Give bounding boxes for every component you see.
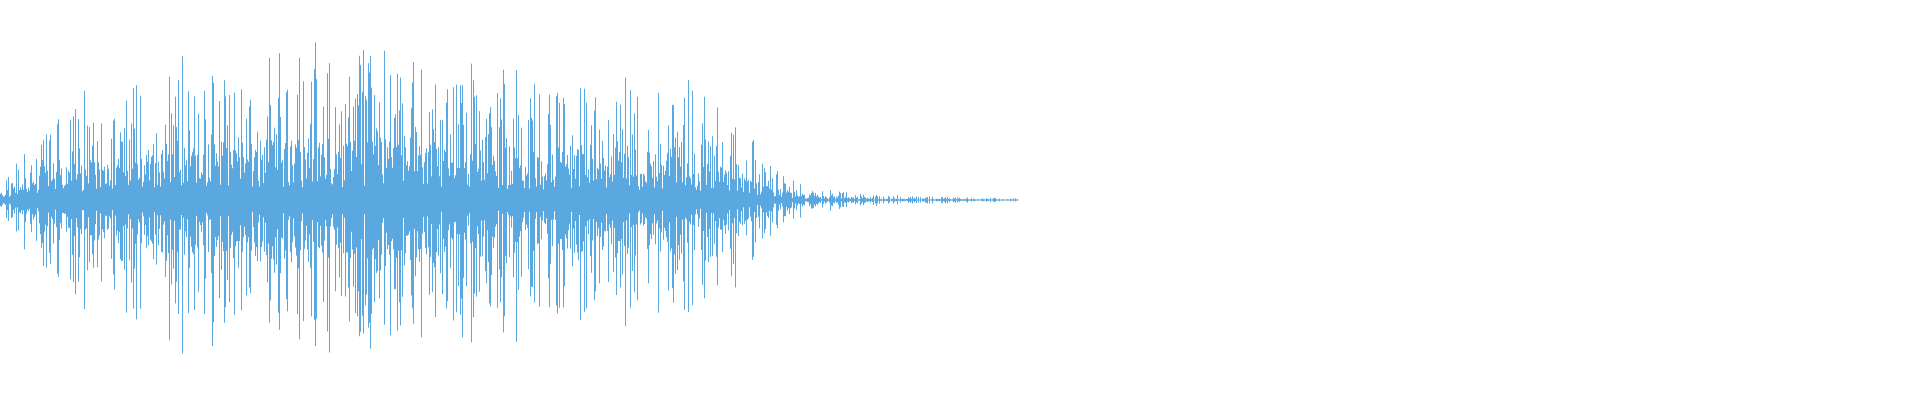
waveform-path [0, 42, 1018, 354]
waveform-samples [0, 42, 1018, 354]
